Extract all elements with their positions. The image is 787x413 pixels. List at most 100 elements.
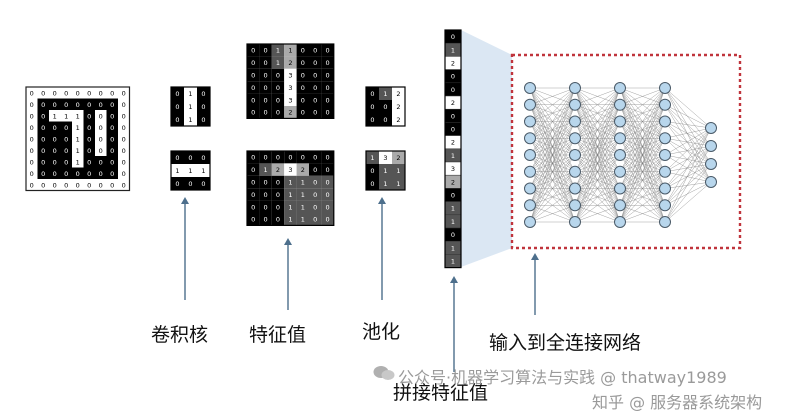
- grid-cell: [271, 56, 285, 69]
- cell-value: 0: [251, 59, 255, 67]
- cell-value: 0: [30, 170, 34, 178]
- grid-cell: [379, 113, 392, 126]
- grid-cell: [271, 106, 285, 119]
- grid-cell: [171, 151, 184, 164]
- network-edge: [619, 87, 666, 206]
- grid-cell: [247, 200, 260, 213]
- grid-cell: [379, 151, 392, 164]
- grid-cell: [284, 106, 297, 119]
- grid-cell: [366, 100, 379, 113]
- grid-cell: [284, 68, 297, 82]
- cell-value: 2: [396, 90, 400, 98]
- network-edge: [664, 154, 712, 165]
- network-edge: [619, 87, 666, 223]
- grid-cell: [259, 106, 272, 119]
- grid-cell: [259, 188, 272, 201]
- grid-cell: [392, 87, 405, 100]
- cell-value: 3: [288, 166, 292, 174]
- grid-cell: [259, 44, 272, 57]
- grid-cell: [271, 93, 285, 106]
- cell-value: 0: [99, 124, 103, 132]
- cell-value: 0: [326, 47, 330, 55]
- cell-value: 0: [122, 89, 126, 97]
- cell-value: 0: [264, 154, 268, 162]
- cell-value: 1: [53, 112, 57, 120]
- cell-value: 3: [383, 154, 387, 162]
- cell-value: 0: [251, 166, 255, 174]
- cell-value: 0: [53, 135, 57, 143]
- cell-value: 0: [41, 89, 45, 97]
- cell-value: 0: [41, 147, 45, 155]
- grid-cell: [259, 93, 272, 106]
- cell-value: 0: [264, 96, 268, 104]
- funnel-shape: [461, 30, 512, 267]
- cell-value: 0: [64, 170, 68, 178]
- grid-cell: [72, 133, 84, 145]
- cell-value: 0: [41, 112, 45, 120]
- grid-cell: [95, 179, 107, 191]
- cell-value: 0: [313, 191, 317, 199]
- grid-cell: [37, 167, 49, 179]
- vector-value: 0: [451, 126, 455, 134]
- network-edge: [529, 87, 576, 223]
- network-node: [659, 199, 671, 212]
- cell-value: 0: [110, 124, 114, 132]
- cell-value: 0: [313, 59, 317, 67]
- grid-cell: [26, 121, 38, 133]
- network-edge: [664, 104, 712, 129]
- grid-cell: [271, 151, 285, 164]
- grid-cell: [60, 167, 72, 179]
- network-edge: [664, 181, 712, 189]
- grid-cell: [321, 44, 334, 57]
- network-edge: [529, 87, 576, 206]
- cell-value: 0: [87, 124, 91, 132]
- network-edge: [664, 121, 712, 165]
- grid-cell: [296, 106, 309, 119]
- cell-value: 0: [41, 135, 45, 143]
- grid-cell: [309, 44, 322, 57]
- network-edge: [664, 104, 712, 183]
- cell-value: 0: [122, 170, 126, 178]
- cell-value: 0: [53, 170, 57, 178]
- cell-value: 0: [201, 90, 205, 98]
- grid-cell: [106, 87, 118, 99]
- grid-cell: [296, 93, 309, 106]
- cell-value: 0: [251, 84, 255, 92]
- vector-border: [444, 29, 462, 269]
- network-edge: [619, 87, 666, 122]
- grid-cell: [271, 200, 285, 213]
- cell-value: 0: [201, 180, 205, 188]
- grid-cell: [366, 151, 379, 164]
- grid-cell: [171, 87, 184, 100]
- network-edge: [529, 87, 576, 189]
- network-edge: [619, 87, 666, 156]
- network-node: [659, 182, 671, 195]
- network-edge: [664, 104, 712, 147]
- network-edge: [574, 87, 621, 139]
- cell-value: 1: [396, 167, 400, 175]
- grid-cell: [321, 188, 334, 201]
- fully-connected-network: [510, 53, 742, 250]
- cell-value: 0: [383, 116, 387, 124]
- grid-cell: [49, 179, 61, 191]
- cell-value: 0: [251, 96, 255, 104]
- grid-cell: [60, 98, 72, 110]
- grid-cell: [118, 98, 130, 110]
- network-node: [614, 132, 626, 145]
- network-edge: [664, 145, 712, 189]
- cell-value: 0: [53, 158, 57, 166]
- label-fully-connected-input: 输入到全连接网络: [489, 332, 642, 354]
- cell-value: 0: [110, 147, 114, 155]
- grid-cell: [284, 213, 297, 226]
- grid-cell: [83, 144, 95, 156]
- grid-cell: [247, 213, 260, 226]
- grid-cell: [184, 164, 197, 177]
- arrow-head: [284, 238, 292, 245]
- vector-value: 0: [451, 112, 455, 120]
- cell-value: 3: [288, 72, 292, 80]
- cell-value: 0: [175, 154, 179, 162]
- cell-value: 0: [87, 101, 91, 109]
- wechat-icon: [373, 366, 395, 380]
- cell-value: 0: [313, 47, 317, 55]
